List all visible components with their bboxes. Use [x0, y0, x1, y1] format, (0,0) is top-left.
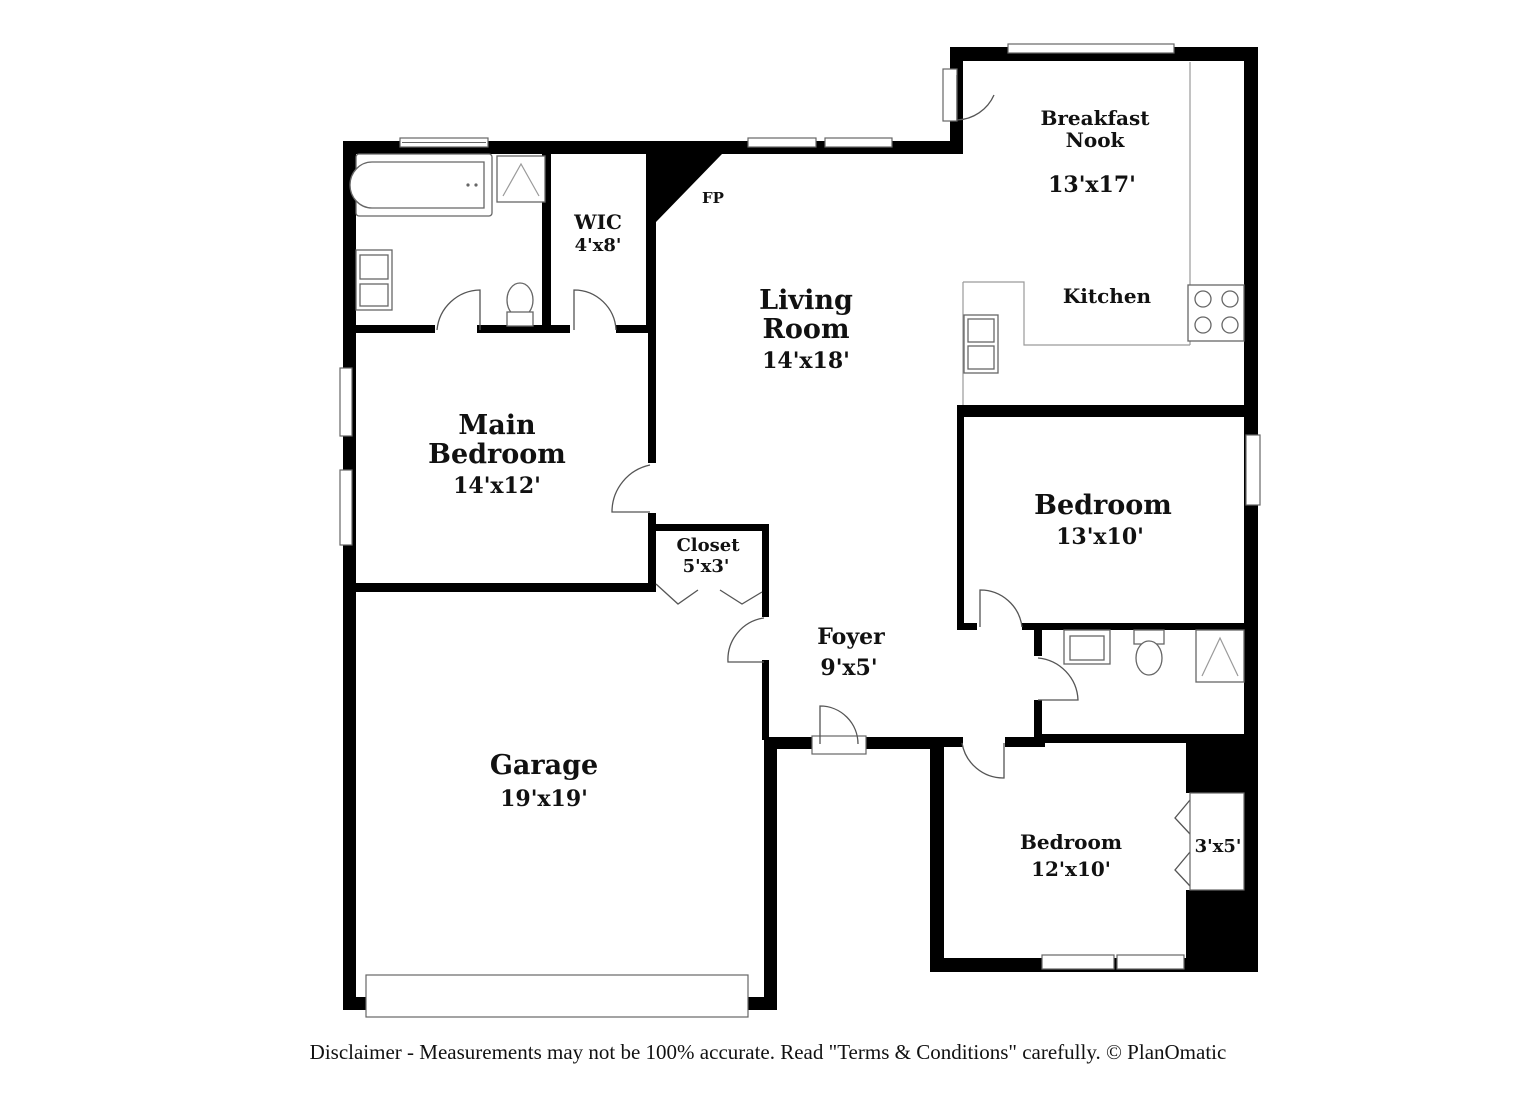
fireplace-label: FP	[702, 189, 724, 207]
kitchen-name: Kitchen	[1063, 284, 1152, 308]
living-room-name-line2: Room	[762, 314, 849, 345]
doors	[436, 68, 1245, 891]
main-bedroom-name-line2: Bedroom	[428, 439, 566, 470]
fixtures	[349, 153, 1245, 683]
windows	[339, 43, 1261, 1018]
bedroom-south-name: Bedroom	[1020, 830, 1122, 854]
garage-size: 19'x19'	[500, 786, 588, 812]
bedroom-south-size: 12'x10'	[1031, 857, 1111, 881]
small-closet-size: 3'x5'	[1195, 836, 1242, 857]
breakfast-nook-size: 13'x17'	[1048, 172, 1136, 198]
breakfast-nook-name-line2: Nook	[1066, 128, 1126, 152]
closet-size: 5'x3'	[683, 556, 730, 577]
garage-name: Garage	[490, 750, 598, 781]
closet-name: Closet	[676, 535, 740, 556]
bedroom-east-name: Bedroom	[1034, 490, 1172, 521]
living-room-size: 14'x18'	[762, 348, 850, 374]
foyer-name: Foyer	[817, 624, 885, 650]
room-labels: Breakfast Nook 13'x17' Kitchen WIC 4'x8'…	[428, 106, 1241, 881]
bedroom-east-size: 13'x10'	[1056, 524, 1144, 550]
main-bedroom-name-line1: Main	[458, 410, 536, 441]
foyer-size: 9'x5'	[820, 655, 877, 681]
main-bedroom-size: 14'x12'	[453, 473, 541, 499]
living-room-name-line1: Living	[759, 285, 853, 316]
breakfast-nook-name-line1: Breakfast	[1040, 106, 1150, 130]
wic-name: WIC	[573, 210, 622, 234]
disclaimer-text: Disclaimer - Measurements may not be 100…	[310, 1040, 1227, 1064]
wic-size: 4'x8'	[575, 235, 622, 256]
